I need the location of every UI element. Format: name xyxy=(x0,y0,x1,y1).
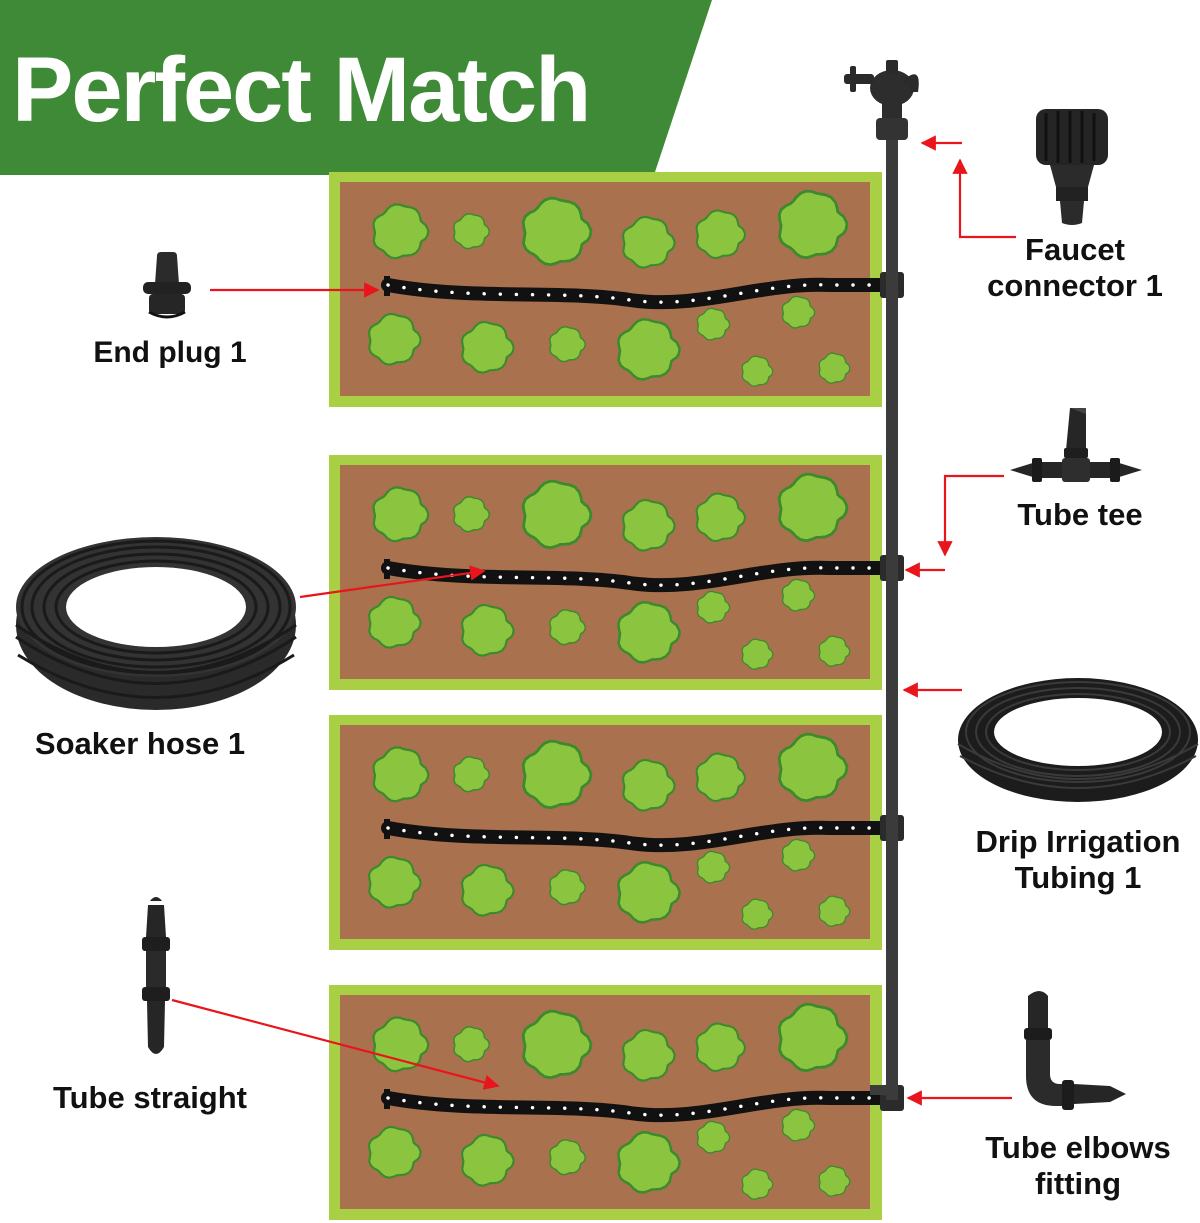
garden-bed-4 xyxy=(329,985,904,1220)
drip-tubing-coil-icon xyxy=(957,678,1199,802)
hose-pores xyxy=(386,1096,886,1117)
end-plug-icon xyxy=(143,252,191,319)
hose-pores xyxy=(386,283,886,304)
connector-arrows xyxy=(171,135,1016,1106)
end-plug-label: End plug 1 xyxy=(93,336,247,369)
garden-bed-2 xyxy=(329,455,904,690)
tube-elbow-icon xyxy=(1024,991,1126,1110)
drip-tubing-label: Drip Irrigation Tubing 1 xyxy=(975,824,1181,895)
hose-pores xyxy=(386,826,886,847)
garden-bed-3 xyxy=(329,715,904,950)
tube-tee-icon xyxy=(1010,408,1142,482)
hose-pores xyxy=(386,566,886,587)
faucet-icon xyxy=(844,60,919,140)
banner xyxy=(0,0,712,175)
main-supply-pipe xyxy=(870,120,898,1100)
vertical-pipe xyxy=(886,120,898,1100)
tube-straight-icon xyxy=(142,897,170,1054)
garden-bed-1 xyxy=(329,172,904,407)
pipe-elbow-bottom xyxy=(870,1085,897,1099)
tube-elbows-label: Tube elbows fitting xyxy=(985,1130,1171,1201)
tube-tee-label: Tube tee xyxy=(1017,497,1143,532)
tube-straight-label: Tube straight xyxy=(52,1080,248,1115)
banner-title: Perfect Match xyxy=(12,39,591,141)
soaker-hose-coil-icon xyxy=(15,537,297,710)
banner-background xyxy=(0,0,712,175)
soaker-hose-label: Soaker hose 1 xyxy=(34,726,246,761)
garden-beds xyxy=(329,172,904,1220)
faucet-connector-icon xyxy=(1036,109,1108,225)
faucet-connector-label: Faucet connector 1 xyxy=(987,232,1163,303)
